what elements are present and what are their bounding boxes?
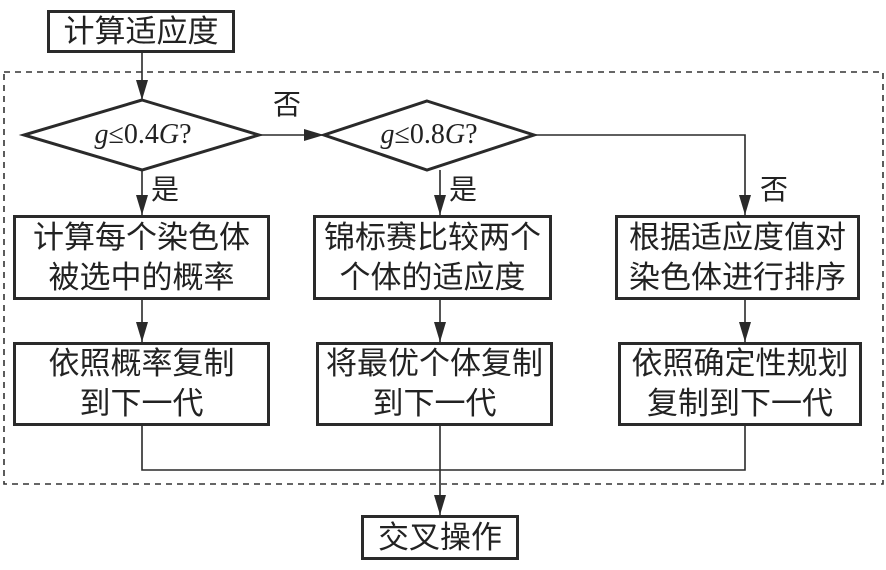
- edge-label-d2-yes: 是: [449, 173, 478, 206]
- end-label: 交叉操作: [378, 519, 502, 556]
- branch-2-step-1-box: 锦标赛比较两个 个体的适应度: [313, 215, 552, 300]
- branch-3-step-1-box: 根据适应度值对 染色体进行排序: [615, 215, 860, 300]
- edge-label-d2-no: 否: [760, 173, 789, 206]
- branch-3-step-2-box: 依照确定性规划 复制到下一代: [618, 342, 862, 426]
- selection-group-frame: [3, 71, 884, 485]
- branch-1-step-1-box: 计算每个染色体 被选中的概率: [13, 215, 270, 300]
- edge-label-d1-no: 否: [273, 88, 302, 121]
- decision-1-label: g≤0.4G?: [94, 119, 192, 150]
- start-box: 计算适应度: [47, 10, 235, 53]
- merge-line: [141, 426, 746, 471]
- start-label: 计算适应度: [63, 13, 219, 50]
- branch-2-step-2-box: 将最优个体复制 到下一代: [316, 342, 553, 426]
- end-box: 交叉操作: [361, 515, 519, 560]
- branch-1-step-2-box: 依照概率复制 到下一代: [13, 342, 270, 426]
- edge-label-d1-yes: 是: [151, 173, 180, 206]
- arrow-d2-no: [534, 134, 751, 215]
- decision-2-label: g≤0.8G?: [380, 119, 478, 150]
- decision-2-shape: [319, 99, 539, 172]
